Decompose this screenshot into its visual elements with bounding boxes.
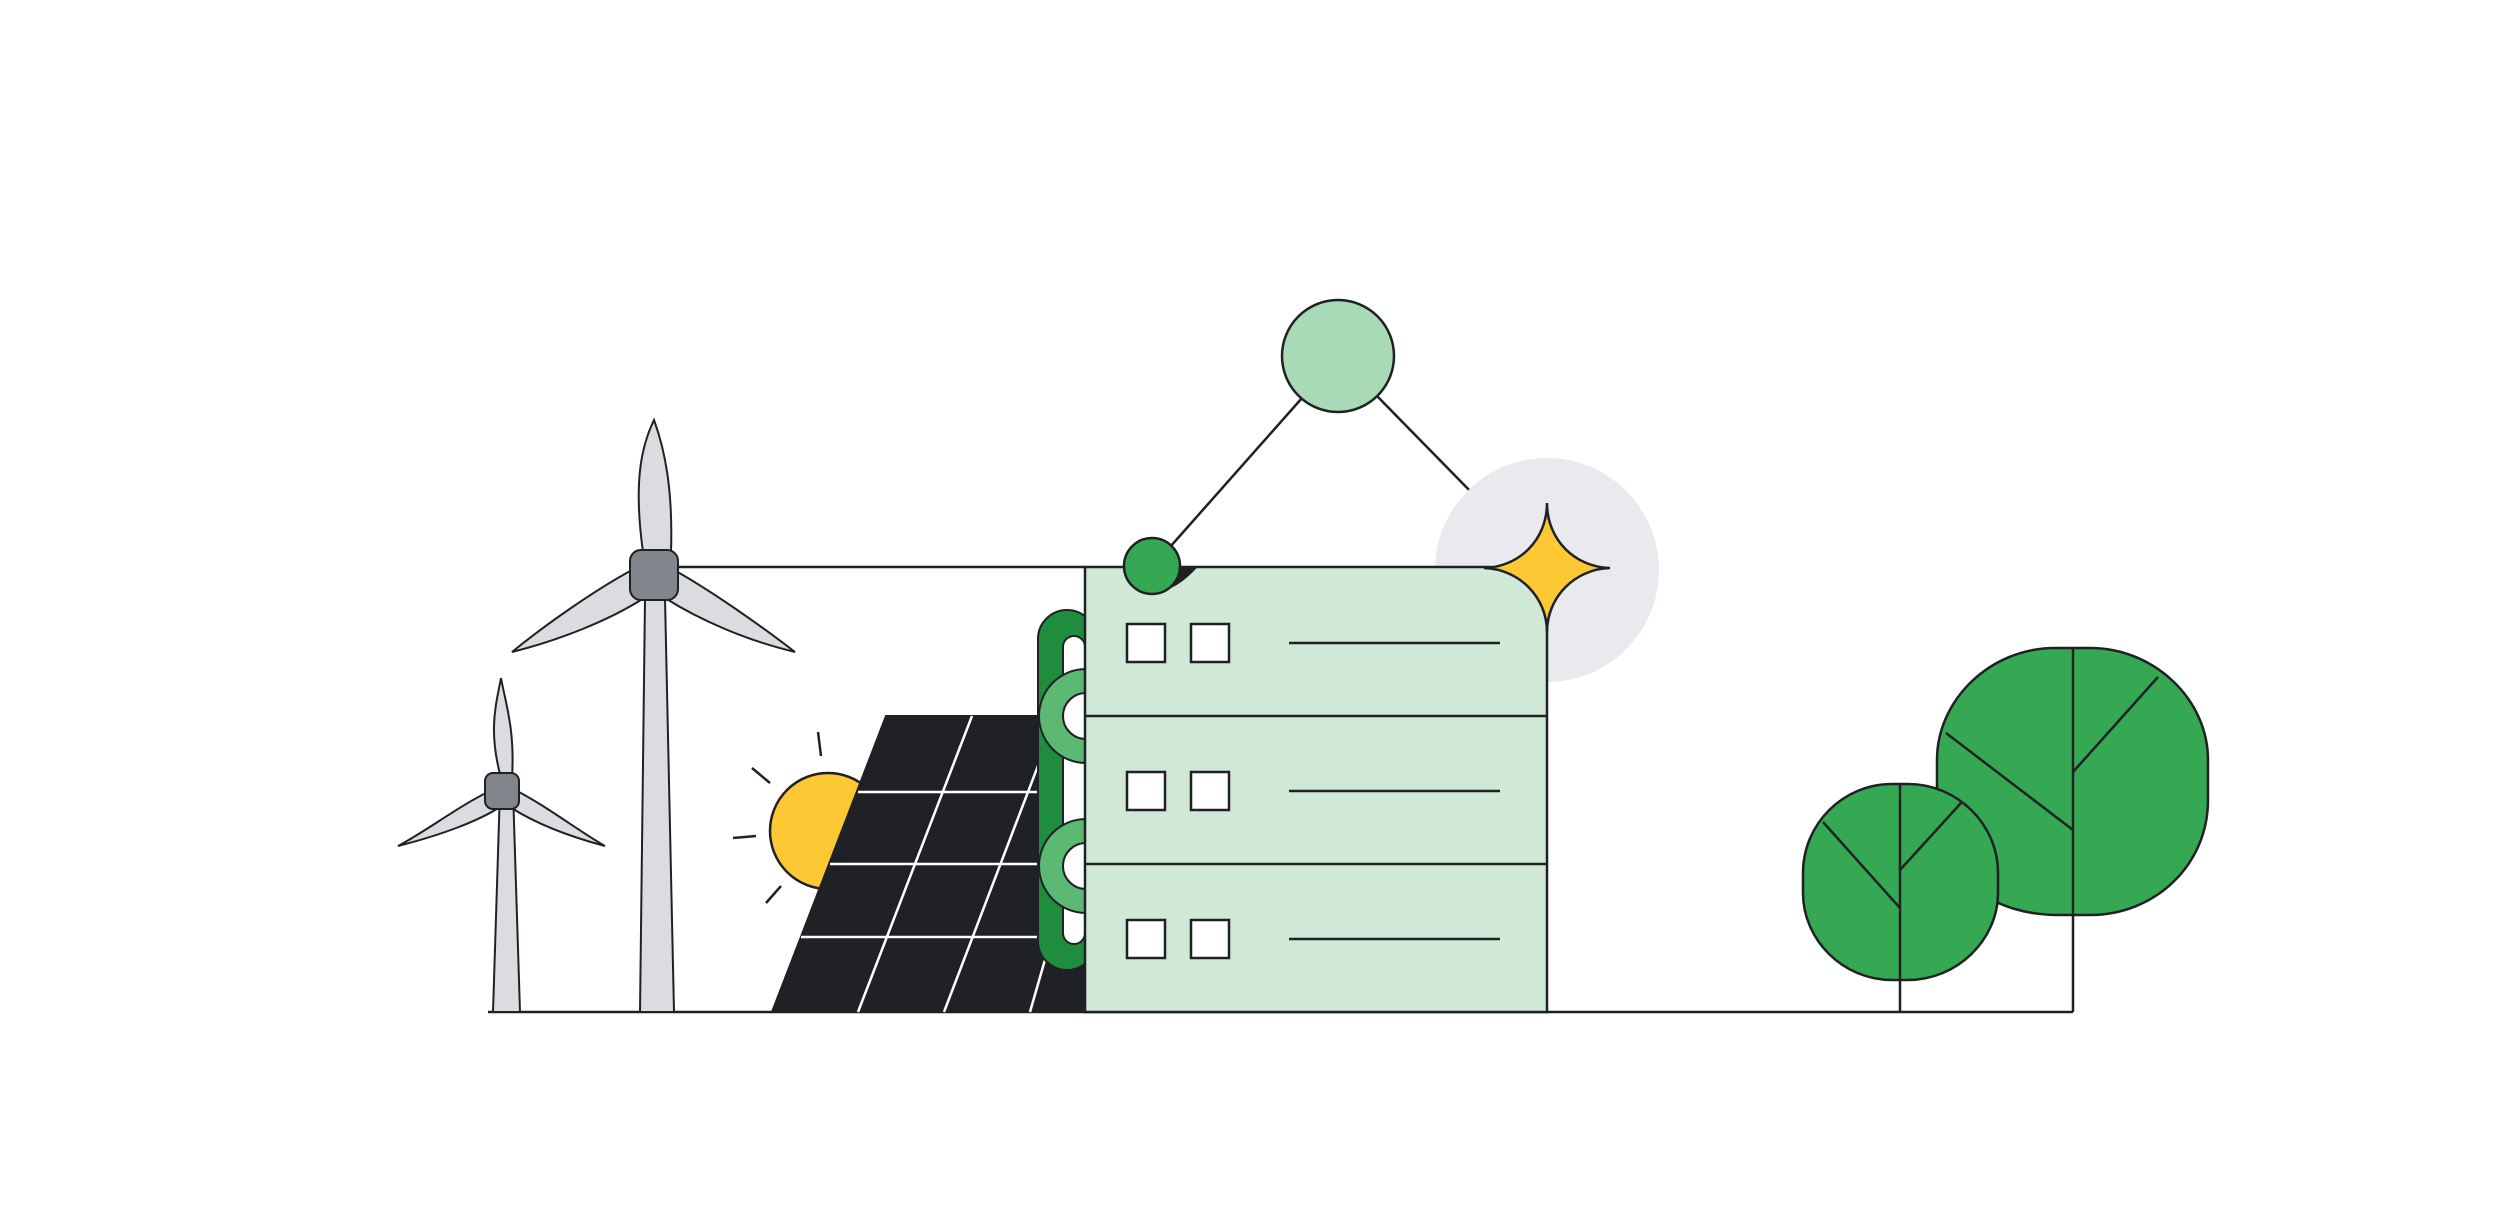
network-diagram <box>1169 298 1526 548</box>
server-unit <box>1125 770 1500 812</box>
server-unit <box>1125 918 1500 960</box>
tree-icon <box>1801 782 2000 982</box>
wind-turbine-icon <box>511 417 796 1013</box>
wind-turbine-icon <box>397 677 606 1013</box>
sparkle-icon <box>1483 502 1611 633</box>
network-node-top <box>1280 298 1396 414</box>
tree-icon <box>1935 646 2210 917</box>
network-node-green <box>1122 536 1198 596</box>
server-rack-icon <box>1083 565 1549 1014</box>
network-link-left <box>1169 397 1303 548</box>
server-unit <box>1125 622 1500 664</box>
